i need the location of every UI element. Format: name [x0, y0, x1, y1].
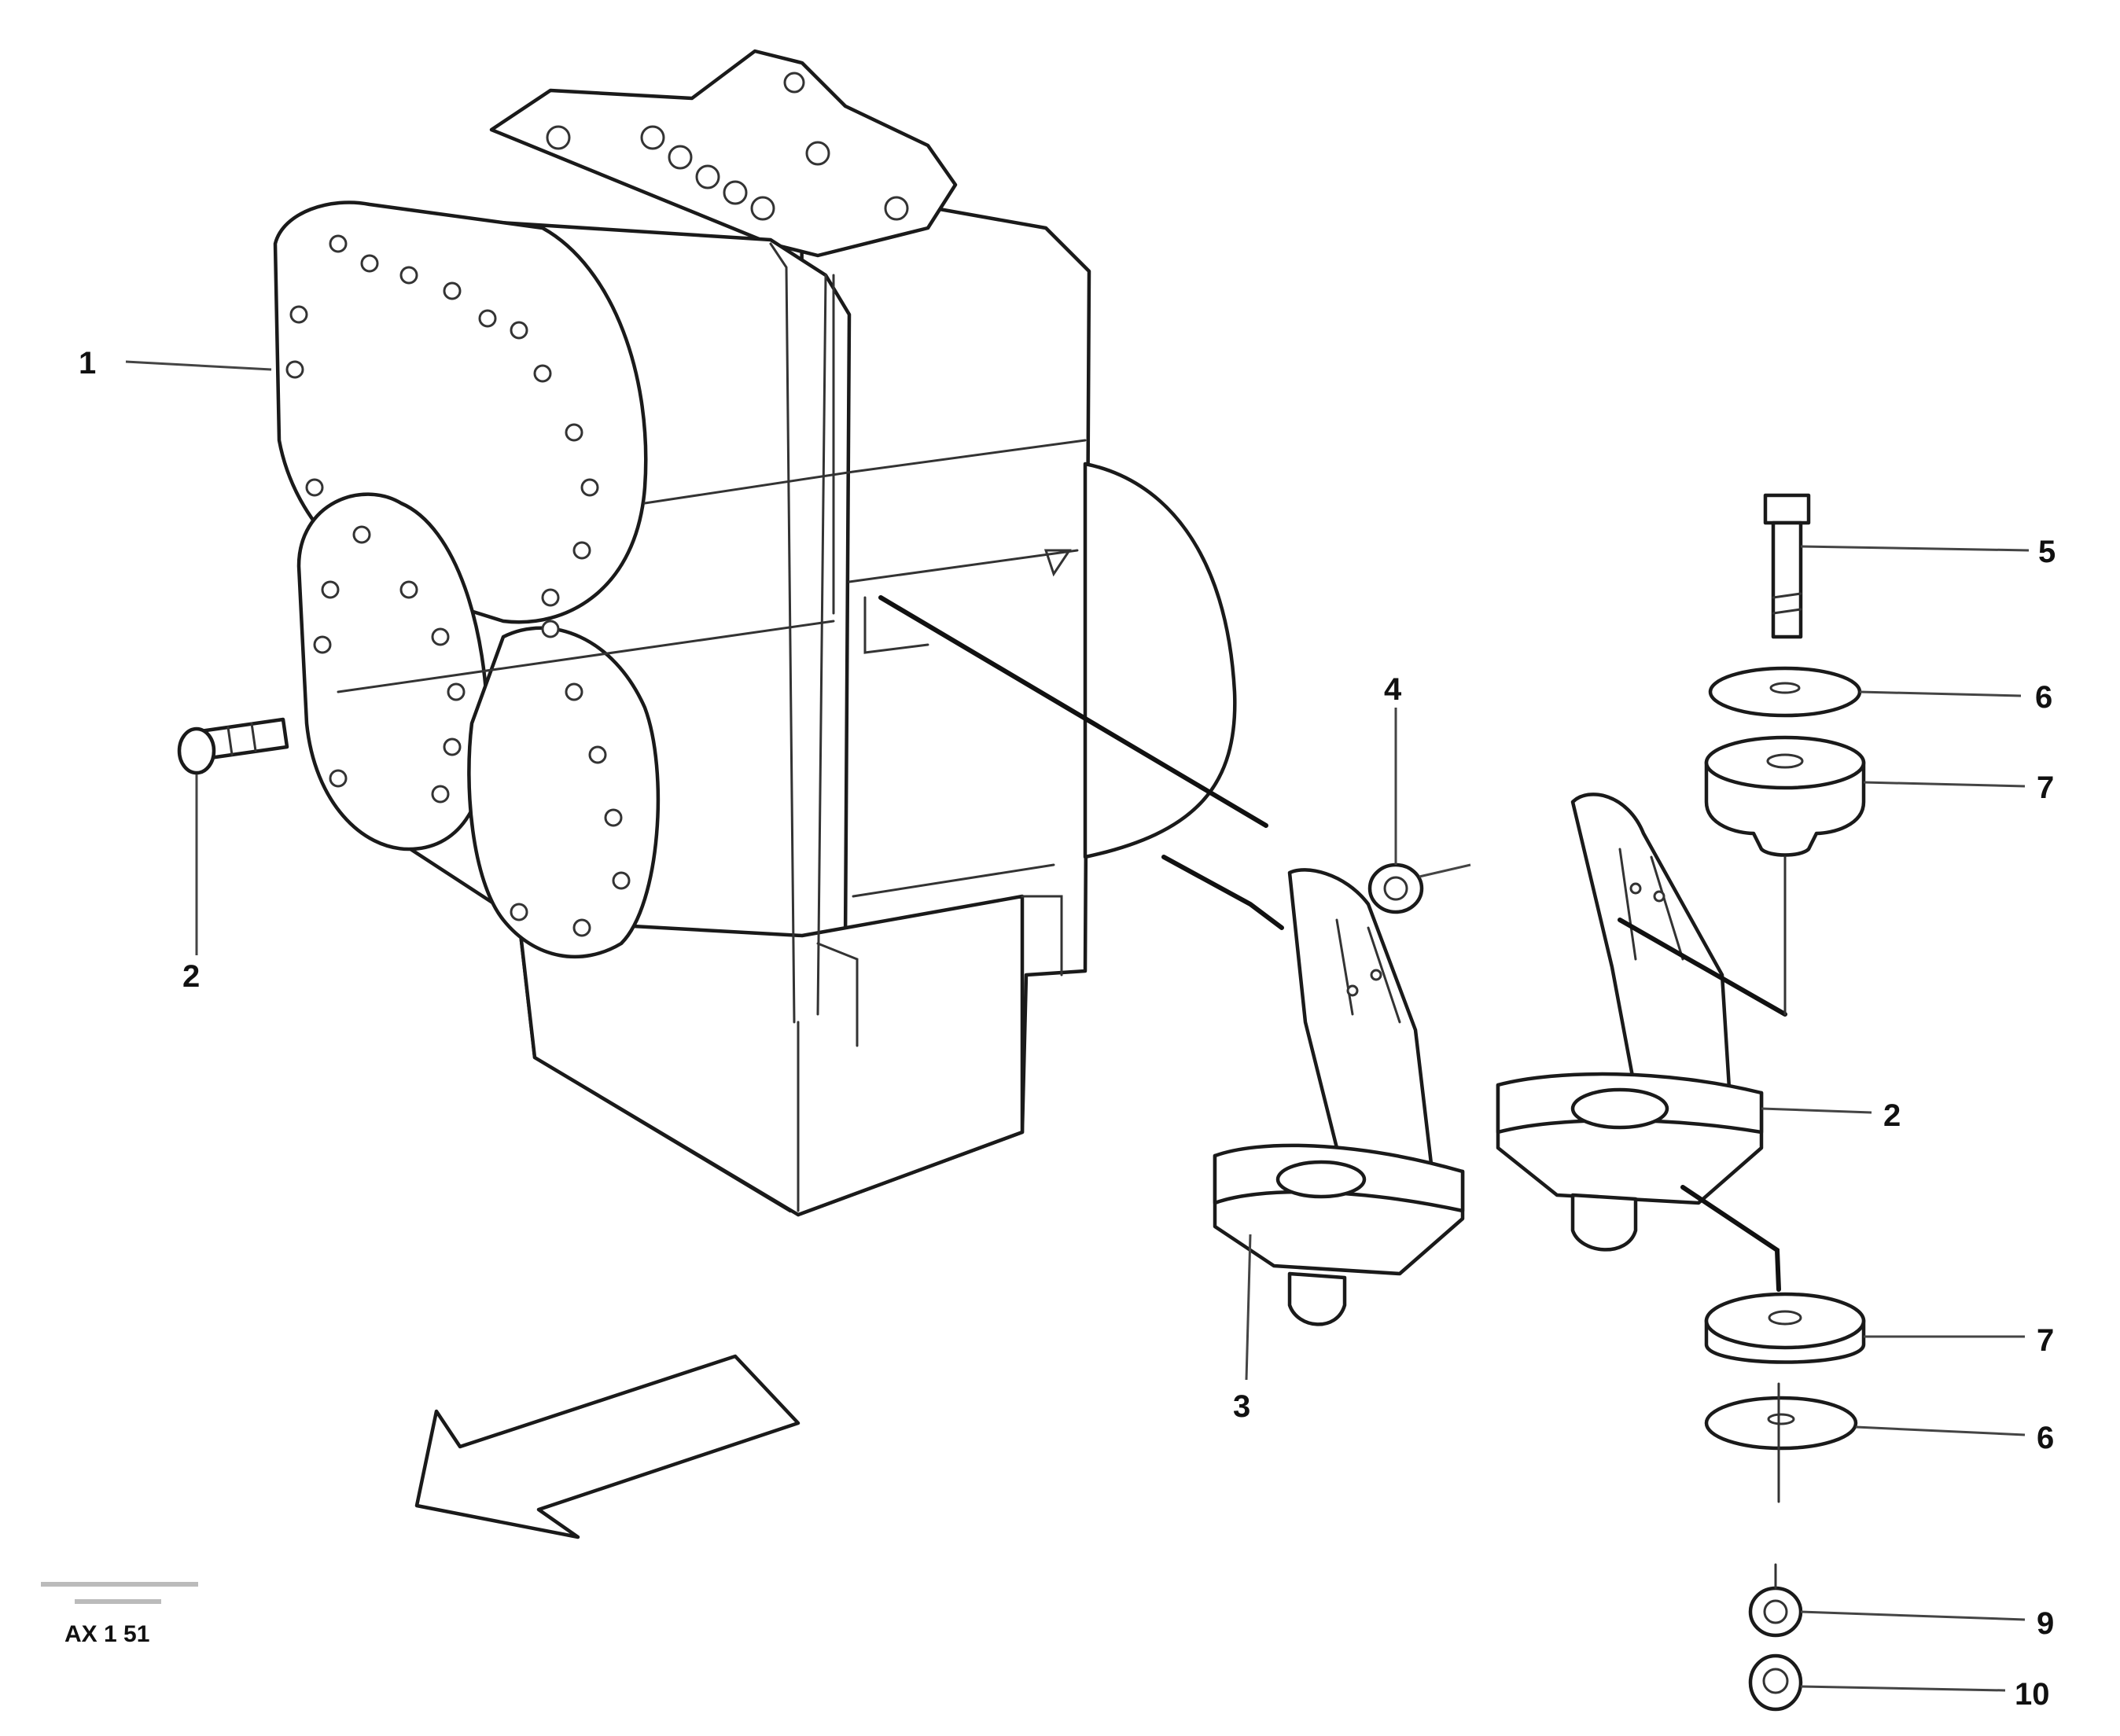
rubber-mount-7-top — [1704, 735, 1866, 857]
callout-4: 4 — [1384, 672, 1402, 707]
washer-6-top — [1708, 666, 1862, 718]
callout-1: 1 — [79, 346, 96, 381]
transmission-housing — [273, 49, 1237, 1217]
assembly-axes — [878, 595, 1787, 1590]
callout-7-bottom: 7 — [2037, 1323, 2054, 1358]
callout-10: 10 — [2015, 1677, 2050, 1712]
bolt-5 — [1763, 493, 1811, 639]
bracket-left — [1213, 868, 1465, 1326]
nut-9 — [1748, 1586, 1803, 1638]
reference-code: AX 1 51 — [64, 1621, 149, 1647]
washer-6-bottom — [1704, 1396, 1858, 1451]
callout-labels: 1 2 4 5 6 7 2 3 7 6 9 10 — [79, 346, 2056, 1712]
front-direction-arrow — [414, 1354, 801, 1539]
callout-5: 5 — [2038, 535, 2056, 569]
nut-4 — [1367, 862, 1424, 914]
callout-2-left: 3 — [1233, 1389, 1250, 1424]
bracket-right — [1496, 793, 1764, 1252]
bolt-3 — [177, 717, 289, 775]
callout-6-bottom: 6 — [2037, 1421, 2054, 1455]
callout-3-left: 2 — [182, 959, 200, 994]
reference-line-2-bar — [75, 1599, 161, 1604]
callout-2-right: 2 — [1883, 1098, 1901, 1133]
callout-6-top: 6 — [2035, 680, 2052, 715]
callout-7-top: 7 — [2037, 771, 2054, 805]
drawing-reference: AX 1 51 — [41, 1582, 198, 1647]
rubber-mount-7-bottom — [1704, 1292, 1866, 1364]
callout-9: 9 — [2037, 1606, 2054, 1641]
reference-line-1-bar — [41, 1582, 198, 1587]
leader-lines — [125, 360, 2030, 1692]
nut-10 — [1748, 1653, 1803, 1712]
